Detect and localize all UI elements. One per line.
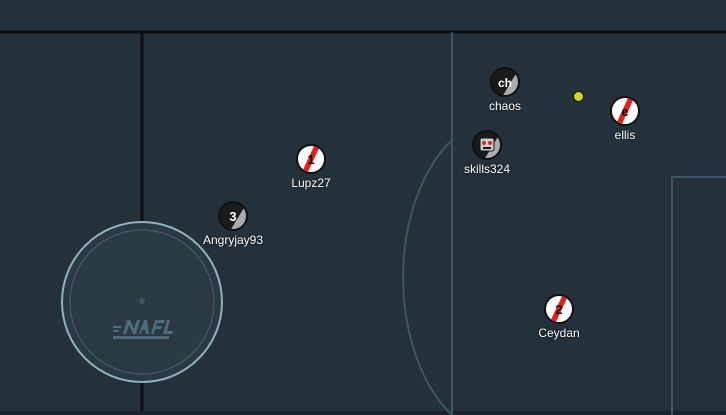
svg-text:e: e	[621, 104, 628, 119]
player-ceydan[interactable]: 2 Ceydan	[499, 294, 619, 340]
player-chaos[interactable]: ch chaos	[445, 67, 565, 113]
dark-player-disc: ch	[490, 67, 520, 97]
red-player-disc: e	[610, 96, 640, 126]
robot-face-icon	[472, 130, 502, 160]
svg-text:2: 2	[555, 302, 562, 317]
player-name: Angryjay93	[202, 233, 264, 247]
player-skills324[interactable]: skills324	[427, 130, 547, 176]
player-name: skills324	[463, 162, 511, 176]
player-name: ellis	[614, 128, 636, 142]
red-player-disc: 2	[544, 294, 574, 324]
penalty-box	[671, 176, 726, 415]
player-name: chaos	[488, 99, 522, 113]
svg-text:1: 1	[307, 152, 314, 167]
dark-player-disc: 3	[218, 201, 248, 231]
center-arc	[402, 139, 453, 415]
svg-text:3: 3	[229, 209, 236, 224]
player-name: Ceydan	[538, 326, 580, 340]
svg-text:ch: ch	[498, 76, 512, 90]
ball	[573, 91, 584, 102]
player-name: Lupz27	[291, 176, 331, 190]
player-angryjay93[interactable]: 3 Angryjay93	[173, 201, 293, 247]
player-ellis[interactable]: e ellis	[565, 96, 685, 142]
red-player-disc: 1	[296, 144, 326, 174]
player-lupz27[interactable]: 1 Lupz27	[251, 144, 371, 190]
center-circle-inner	[69, 229, 215, 375]
center-spot	[139, 298, 145, 304]
nafl-logo-icon	[113, 320, 173, 339]
